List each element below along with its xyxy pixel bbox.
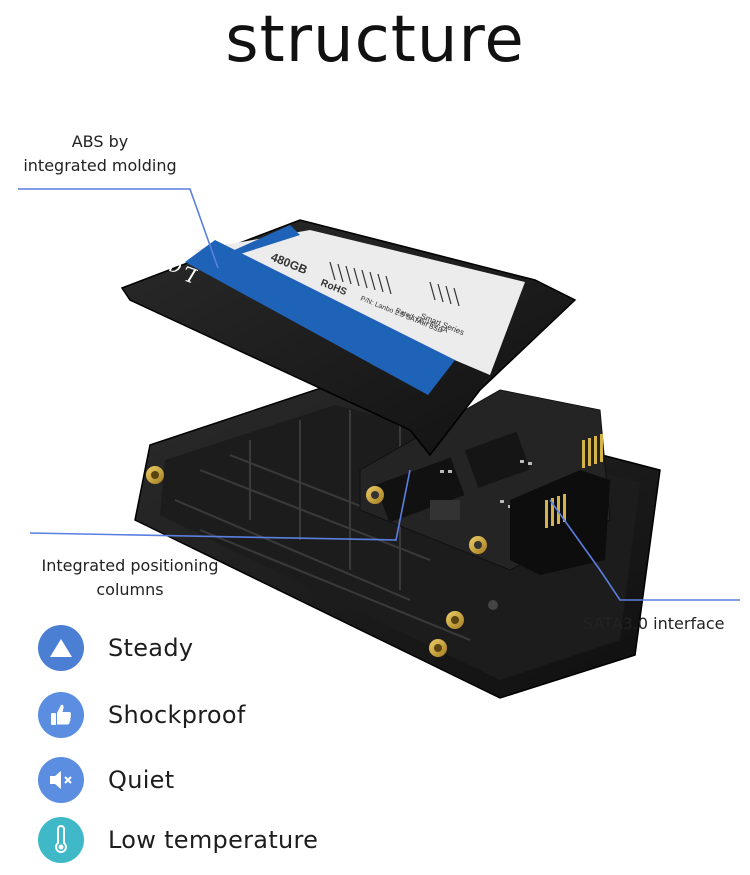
speaker-mute-icon <box>38 757 84 803</box>
thumbs-up-icon <box>38 692 84 738</box>
feature-shockproof: Shockproof <box>38 691 246 739</box>
callout-abs-line2: integrated molding <box>23 156 177 175</box>
feature-low-temperature: Low temperature <box>38 816 318 864</box>
callout-positioning-columns: Integrated positioning columns <box>20 554 240 602</box>
callout-positioning-line2: columns <box>96 580 164 599</box>
feature-label: Shockproof <box>108 701 246 729</box>
feature-quiet: Quiet <box>38 756 174 804</box>
feature-label: Quiet <box>108 766 175 794</box>
sticker-brand: Lanbo flourishing <box>0 187 201 289</box>
callout-abs-molding: ABS by integrated molding <box>5 130 195 178</box>
page-title: structure <box>225 3 525 77</box>
feature-label: Steady <box>108 634 194 662</box>
callout-sata-interface: SATA3.0 interface <box>583 614 725 633</box>
callout-abs-line1: ABS by <box>71 132 129 151</box>
feature-steady: Steady <box>38 624 193 672</box>
callout-lines <box>18 188 740 601</box>
thermometer-icon <box>38 817 84 863</box>
callout-positioning-line1: Integrated positioning <box>41 556 219 575</box>
triangle-icon <box>38 625 84 671</box>
feature-label: Low temperature <box>108 826 319 854</box>
